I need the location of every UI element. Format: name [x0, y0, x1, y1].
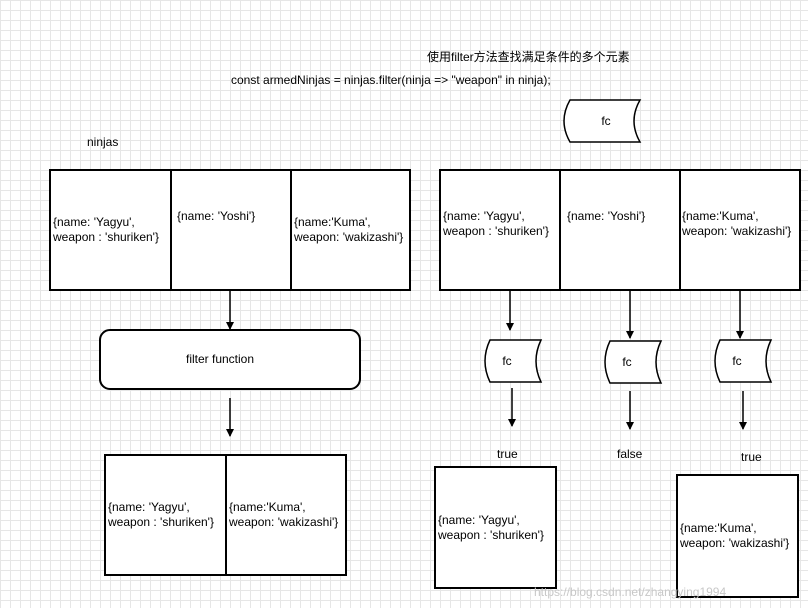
fc-shape-top	[563, 99, 642, 143]
array-label: ninjas	[87, 135, 119, 149]
result-yagyu: true	[497, 447, 518, 461]
result-box-kuma: {name:'Kuma', weapon: 'wakizashi'}	[676, 474, 799, 598]
code-line: const armedNinjas = ninjas.filter(ninja …	[231, 73, 551, 87]
ninjas-cell-yoshi-text: {name: 'Yoshi'}	[177, 209, 256, 223]
result-yoshi: false	[617, 447, 643, 461]
filtered-cell-yagyu: {name: 'Yagyu', weapon : 'shuriken'}	[104, 454, 227, 576]
right-ninjas-cell-yoshi: {name: 'Yoshi'}	[559, 169, 681, 291]
result-kuma: true	[741, 450, 762, 464]
fc-label-top: fc	[601, 114, 611, 128]
ninjas-cell-kuma: {name:'Kuma', weapon: 'wakizashi'}	[290, 169, 411, 291]
right-ninjas-cell-yagyu: {name: 'Yagyu', weapon : 'shuriken'}	[439, 169, 561, 291]
fc-label-kuma: fc	[732, 354, 742, 368]
watermark: https://blog.csdn.net/zhangying1994	[534, 585, 727, 599]
ninjas-cell-yagyu: {name: 'Yagyu', weapon : 'shuriken'}	[49, 169, 172, 291]
ninjas-cell-yoshi: {name: 'Yoshi'}	[170, 169, 292, 291]
filtered-cell-kuma: {name:'Kuma', weapon: 'wakizashi'}	[225, 454, 347, 576]
fc-label-yagyu: fc	[502, 354, 512, 368]
filter-function-box	[99, 329, 361, 390]
right-ninjas-cell-yoshi-text: {name: 'Yoshi'}	[567, 209, 646, 223]
fc-shape-kuma	[714, 339, 773, 383]
right-ninjas-cell-yagyu-text: {name: 'Yagyu', weapon : 'shuriken'}	[443, 209, 549, 238]
right-ninjas-cell-kuma-text: {name:'Kuma', weapon: 'wakizashi'}	[682, 209, 792, 238]
right-ninjas-cell-kuma: {name:'Kuma', weapon: 'wakizashi'}	[679, 169, 801, 291]
fc-shape-yoshi	[604, 340, 663, 384]
fc-shape-yagyu	[484, 339, 543, 383]
fc-label-yoshi: fc	[622, 355, 632, 369]
filter-function-label: filter function	[186, 352, 255, 366]
diagram-title: 使用filter方法查找满足条件的多个元素	[427, 50, 630, 64]
result-box-yagyu: {name: 'Yagyu', weapon : 'shuriken'}	[434, 466, 557, 589]
